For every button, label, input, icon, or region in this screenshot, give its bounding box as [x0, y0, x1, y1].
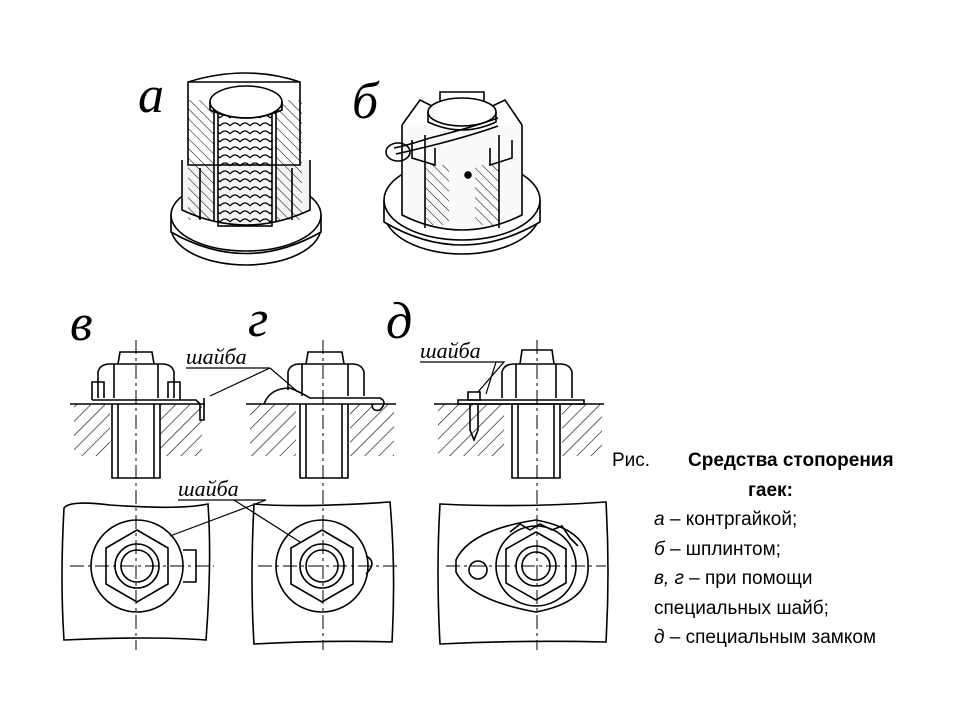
caption-item: а – контргайкой; [612, 505, 952, 535]
caption-item-text: специальных шайб; [654, 597, 829, 619]
label-b: б [352, 73, 380, 130]
drawing-b-castle-nut [383, 91, 541, 255]
drawing-g-lock-washer [246, 351, 396, 645]
centerlines-d [446, 340, 606, 650]
caption-item: специальных шайб; [612, 594, 952, 624]
caption-title-suffix: : [786, 479, 793, 501]
washer-label-bottom: шайба [178, 476, 239, 501]
caption-item: д – специальным замком [612, 623, 952, 653]
caption-title-row: Рис. Средства стопорения [612, 446, 952, 476]
label-g: г [248, 291, 268, 348]
caption-item-letter: б [654, 538, 665, 560]
caption-item-text: – шплинтом; [664, 538, 781, 560]
leader-lines-right [420, 361, 506, 395]
label-v: в [70, 295, 93, 352]
washer-label-top-left: шайба [186, 344, 247, 369]
centerlines-v [70, 340, 214, 650]
drawing-v-tab-washer [61, 351, 211, 641]
label-d: д [386, 293, 412, 350]
caption-item-text: – контргайкой; [664, 509, 798, 530]
caption-title-row2: гаек: [612, 476, 952, 506]
centerlines-g [258, 340, 398, 650]
drawing-d-special-lock [434, 349, 609, 645]
leader-lines-top-left [186, 367, 299, 397]
caption-item-letter: в, г [654, 568, 684, 589]
caption-item: в, г – при помощи [612, 564, 952, 594]
leader-lines-bottom [169, 499, 301, 543]
caption-item-text: – специальным замком [664, 627, 877, 648]
caption-item: б – шплинтом; [612, 535, 952, 565]
label-a: а [138, 67, 164, 124]
caption-item-text: – при помощи [683, 568, 813, 589]
caption-item-letter: а [654, 509, 665, 530]
caption-item-letter: д [654, 627, 665, 648]
caption-prefix: Рис. [612, 450, 651, 471]
caption-title-line1: Средства стопорения [688, 450, 894, 471]
caption-title-line2: гаек [748, 479, 787, 501]
drawing-a-locknut [170, 72, 322, 266]
figure-caption: Рис. Средства стопорения гаек: а – контрг… [612, 446, 952, 653]
washer-label-right: шайба [420, 338, 481, 363]
